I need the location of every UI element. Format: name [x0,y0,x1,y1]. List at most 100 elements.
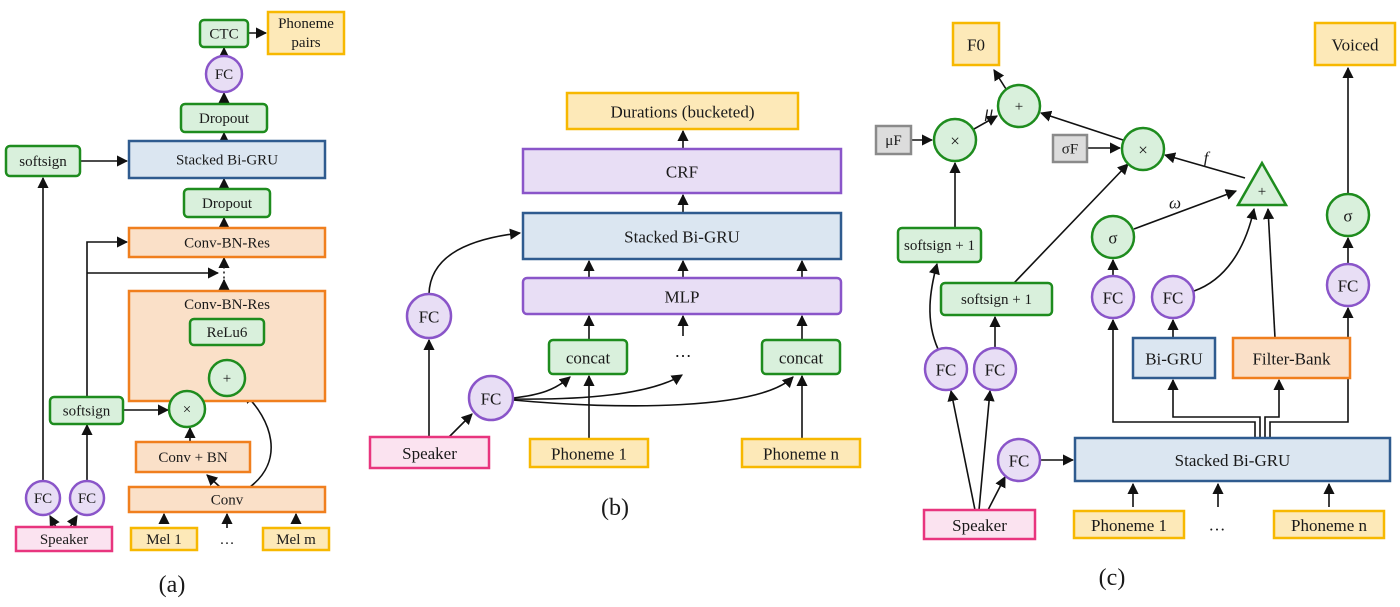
ctc-box [198,18,250,49]
edge-times-right-to-plus [1039,110,1124,141]
edge-fc-to-bigru-b [428,228,522,295]
ctc-box-label: CTC [209,27,238,43]
mu-f-box-label: μF [885,133,901,149]
speaker-a-box [14,525,114,553]
fc-voiced-circle-label: FC [1338,277,1359,296]
filter-bank-box [1231,336,1352,380]
mel-ellipsis: … [220,532,235,548]
phoneme-1-c-box-label: Phoneme 1 [1091,516,1167,535]
stacked-bigru-b-box [521,211,843,261]
edge-stack-to-bigru [1167,378,1261,437]
phoneme-n-c-box-label: Phoneme n [1291,516,1368,535]
concat-1-box-label: concat [566,349,611,368]
dropout-bottom-box-label: Dropout [202,196,253,212]
conv-bn-res-block-title: Conv-BN-Res [184,297,270,313]
edge-stack-to-filterbank [1264,378,1285,437]
edge-fc-to-concat1 [512,376,571,399]
edge-conv-residual [243,392,272,488]
edge-speaker-to-fc2 [978,389,995,511]
edge-sigma-to-triangle [1133,189,1238,230]
fc-voiced-circle [1325,262,1371,308]
phoneme-1-b-box-label: Phoneme 1 [551,445,627,464]
concat-n-box-label: concat [779,349,824,368]
phoneme-1-c-box [1072,509,1186,540]
stacked-bigru-c-box-label: Stacked Bi-GRU [1175,451,1291,470]
softsign-bottom-box [48,395,125,426]
filter-sum-triangle [1235,160,1289,207]
edge-softsign-lower-to-times-right [1013,163,1129,284]
fc-left-circle-label: FC [34,491,52,507]
f0-box-label: F0 [967,36,985,55]
plus-c-circle [996,83,1042,129]
edge-times-to-plus [973,115,998,130]
fc-right-circle-label: FC [78,491,96,507]
edge-fc1-to-softsign-upper [928,262,940,350]
crf-box-label: CRF [666,163,698,182]
fc-to-stack-circle [996,437,1042,483]
softsign1-lower-box [939,281,1054,317]
voiced-box-label: Voiced [1332,36,1379,55]
bigru-c-box-label: Bi-GRU [1145,350,1203,369]
phoneme-n-b-box-label: Phoneme n [763,445,840,464]
stacked-bigru-c-box [1073,436,1392,483]
edge-plus-to-f0 [993,69,1007,90]
sigma-right-circle [1325,192,1371,238]
plus-a-circle-label: + [223,371,231,387]
phoneme-n-c-box [1272,509,1386,540]
phoneme-pairs-box [266,10,346,56]
fc-bigru-circle [1150,274,1196,320]
filter-bank-box-label: Filter-Bank [1252,350,1331,369]
fc-bigru-circle-label: FC [1163,289,1184,308]
fc-lower-b-circle [467,374,515,422]
f-label: f [1204,149,1211,168]
fc-speaker-2-circle-label: FC [985,361,1006,380]
fc-sigma-circle-label: FC [1103,289,1124,308]
softsign1-upper-box-label: softsign + 1 [904,238,975,254]
edge-fc-bigru-to-triangle [1193,207,1258,292]
conv-bn-box [134,440,252,474]
f0-box [951,21,1001,67]
speaker-c-box-label: Speaker [952,516,1007,535]
times-left-c-circle-label: × [950,132,960,151]
edge-fc-to-ellipsis [512,374,683,400]
sigma-mid-circle [1090,214,1136,260]
softsign-top-box [4,144,82,178]
dropout-top-box-label: Dropout [199,111,250,127]
fc-speaker-1-circle-label: FC [936,361,957,380]
fc-lower-b-circle-label: FC [481,390,502,409]
sigma-f-box-label: σF [1062,142,1078,158]
concat-n-box [760,338,842,376]
stacked-bigru-b-box-label: Stacked Bi-GRU [624,228,740,247]
edge-filterbank-to-triangle [1262,207,1276,339]
dropout-bottom-box [182,187,272,219]
softsign-top-box-label: softsign [19,154,67,170]
times-a-circle-label: × [183,402,191,418]
fc-right-circle [68,479,106,517]
relu6-box-label: ReLu6 [207,325,248,341]
phoneme-ellipsis-c: … [1209,516,1226,535]
phoneme-pairs-line1: Phoneme [278,16,334,32]
edge-fc-to-concatn [512,376,794,407]
times-a-circle [167,389,207,429]
times-right-c-circle [1120,126,1166,172]
dropout-top-box [179,102,269,134]
relu6-box [188,317,266,347]
times-right-c-circle-label: × [1138,141,1148,160]
caption-b: (b) [601,495,629,521]
phoneme-n-b-box [740,437,862,469]
concat-ellipsis: ⋯ [675,347,692,366]
caption-a: (a) [159,572,186,598]
softsign1-lower-box-label: softsign + 1 [961,292,1032,308]
phoneme-1-b-box [528,437,650,469]
plus-c-circle-label: + [1015,99,1023,115]
mu-f-box [874,124,913,156]
conv-bn-box-label: Conv + BN [158,450,227,466]
edge-softsign-to-convbnres [86,236,129,397]
sigma-right-circle-label: σ [1343,207,1352,226]
mlp-box-label: MLP [665,288,700,307]
edges-layer [37,27,1354,528]
edge-speaker-to-fc-left [49,515,60,528]
edge-speaker-to-fc-lower [448,413,473,438]
fc-speaker-1-circle [923,346,969,392]
